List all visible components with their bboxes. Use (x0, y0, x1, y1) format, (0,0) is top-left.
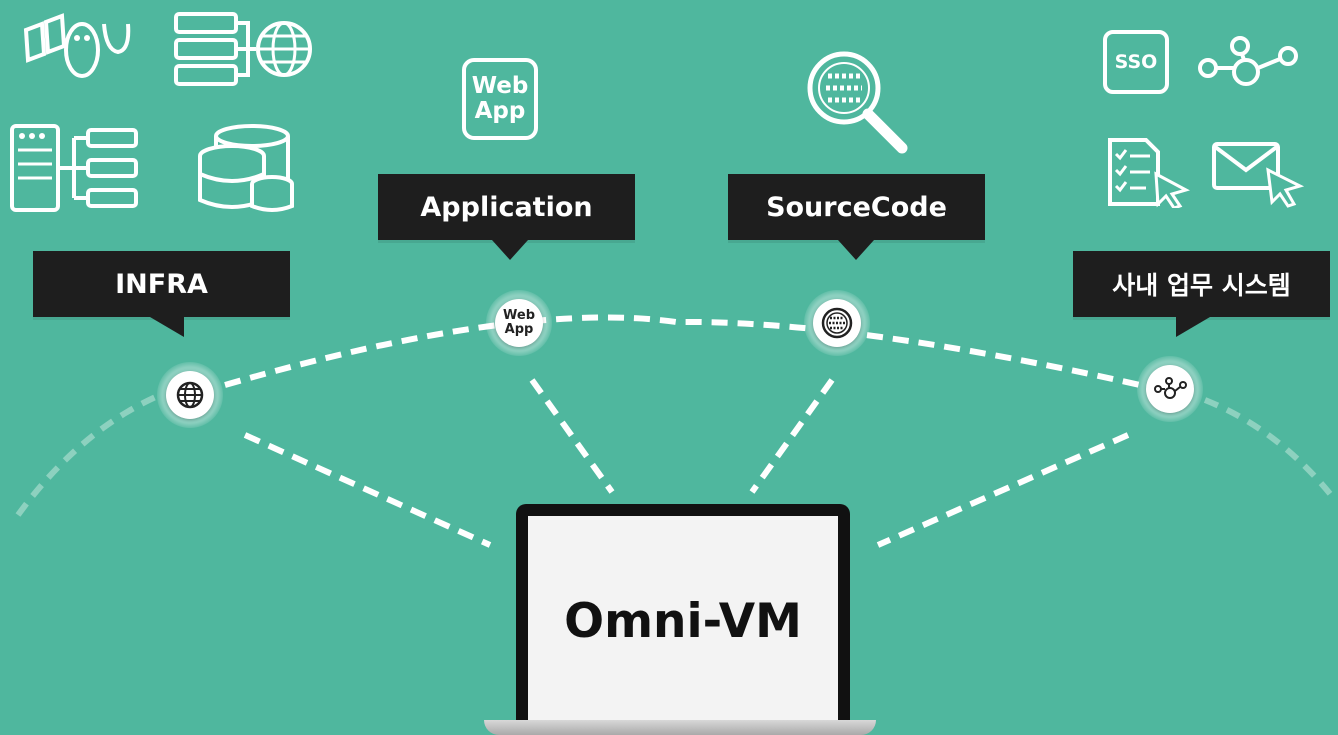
webapp-node-line1: Web (503, 308, 535, 323)
callout-internal-system: 사내 업무 시스템 (1073, 251, 1330, 317)
mail-cursor-icon (1212, 142, 1305, 208)
node-internal-system (1137, 356, 1203, 422)
callout-internal-system-label: 사내 업무 시스템 (1112, 271, 1291, 300)
os-logos-icon (23, 13, 131, 78)
server-network-icon (174, 12, 312, 86)
globe-icon (176, 381, 204, 409)
callout-infra-tail (150, 317, 184, 337)
database-icon (198, 124, 294, 212)
sso-icon: SSO (1103, 30, 1169, 94)
main-arc (224, 314, 1141, 388)
webapp-icon-line1: Web (471, 73, 529, 99)
spoke-sourcecode (749, 378, 835, 494)
callout-application-tail (492, 240, 528, 260)
code-disc-icon (821, 307, 853, 339)
webapp-node-line2: App (504, 322, 534, 337)
omni-vm-label: Omni-VM (564, 593, 802, 649)
spoke-internal (876, 432, 1130, 548)
callout-application: Application (378, 174, 635, 240)
network-node-icon (1154, 377, 1187, 399)
document-checklist-icon (1108, 138, 1190, 208)
callout-application-label: Application (420, 191, 593, 223)
webapp-icon-line2: App (474, 98, 526, 124)
spoke-application (529, 378, 615, 494)
code-search-icon (807, 51, 908, 154)
callout-sourcecode-tail (838, 240, 874, 260)
node-infra (157, 362, 223, 428)
node-sourcecode (804, 290, 870, 356)
outer-arc-left (15, 392, 162, 517)
sso-icon-label: SSO (1114, 51, 1158, 73)
callout-infra: INFRA (33, 251, 290, 317)
spoke-infra (243, 432, 492, 548)
callout-internal-system-tail (1176, 317, 1210, 337)
outer-arc-right (1203, 397, 1338, 502)
laptop-screen: Omni-VM (528, 516, 838, 726)
laptop: Omni-VM (516, 504, 850, 726)
server-tree-icon (10, 124, 138, 212)
laptop-base (484, 720, 876, 735)
callout-sourcecode-label: SourceCode (766, 191, 947, 223)
network-nodes-icon (1198, 36, 1298, 86)
callout-sourcecode: SourceCode (728, 174, 985, 240)
callout-infra-label: INFRA (115, 268, 208, 300)
